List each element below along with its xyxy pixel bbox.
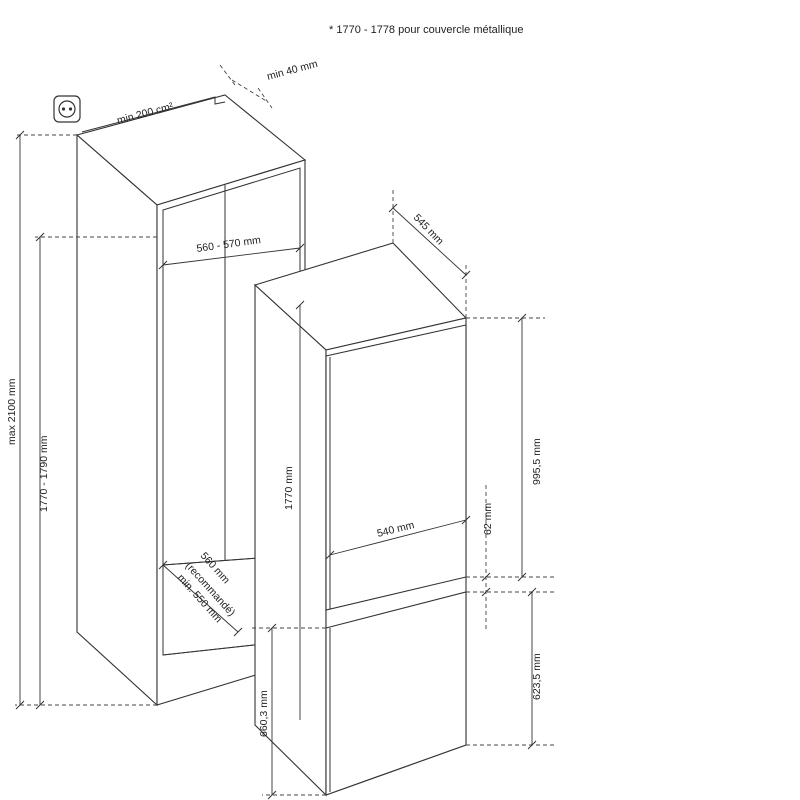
label-min-40: min 40 mm: [266, 58, 320, 83]
fridge-top-door: [325, 324, 467, 611]
niche-cabinet: [75, 94, 307, 707]
dimension-lines: [15, 79, 537, 800]
power-socket-icon: [53, 95, 81, 123]
label-fridge-height: 1770 mm: [283, 466, 295, 510]
label-bottom-section: 660,3 mm: [258, 690, 270, 737]
label-top-door: 995,5 mm: [531, 438, 543, 485]
fridge-bottom-door: [325, 591, 467, 796]
extension-lines: [15, 64, 555, 796]
label-gap-62: 62 mm: [482, 503, 494, 535]
metal-cover-note: * 1770 - 1778 pour couvercle métallique: [329, 24, 524, 36]
label-bottom-door: 623,5 mm: [531, 653, 543, 700]
fridge-appliance: [253, 242, 468, 797]
label-max-2100: max 2100 mm: [6, 378, 18, 445]
label-niche-height: 1770 - 1790 mm: [38, 435, 50, 512]
